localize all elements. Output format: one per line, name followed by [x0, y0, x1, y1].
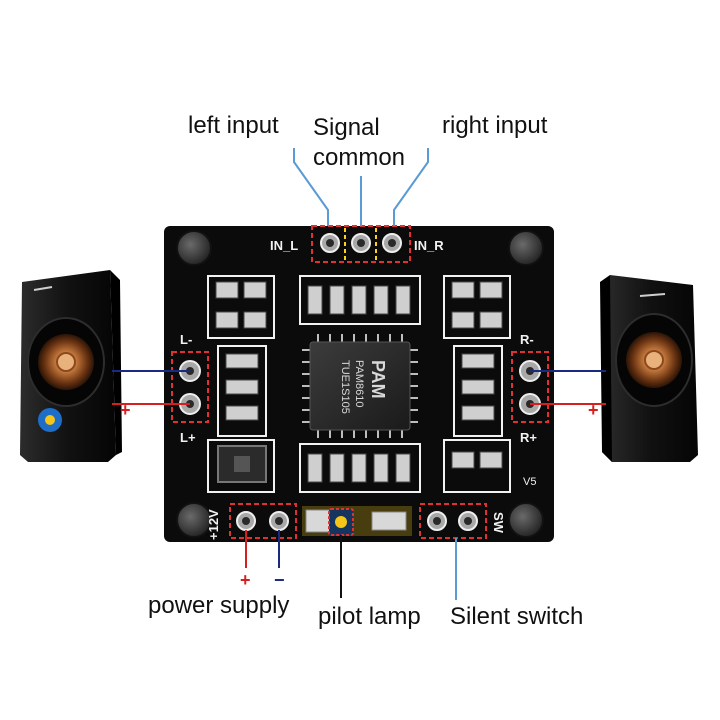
right-speaker [600, 275, 698, 462]
right-speaker-wires [530, 370, 606, 405]
label-signal-common-line1: Signal [313, 114, 380, 141]
chip-code: TUE1S105 [339, 360, 351, 414]
label-signal-common-line2: common [313, 144, 406, 171]
board-label-r-plus: R+ [520, 430, 537, 445]
board-label-sw: SW [491, 512, 506, 534]
chip-model: PAM8610 [353, 360, 365, 408]
board-label-in-r: IN_R [414, 238, 444, 253]
label-pilot-lamp: pilot lamp [318, 603, 421, 630]
callout-line-left-input [293, 148, 329, 226]
silent-switch-terminal [419, 503, 487, 539]
label-power-supply: power supply [148, 592, 290, 619]
label-left-input: left input [188, 112, 279, 139]
left-plus-sign: + [120, 400, 131, 420]
label-silent-switch: Silent switch [450, 603, 584, 630]
callout-line-right-input [393, 148, 429, 226]
left-speaker-wires [112, 370, 190, 405]
board-label-l-plus: L+ [180, 430, 196, 445]
amplifier-chip: PAM PAM8610 TUE1S105 [302, 334, 418, 438]
board-label-in-l: IN_L [270, 238, 298, 253]
left-speaker [20, 270, 122, 462]
label-right-input: right input [442, 112, 548, 139]
mount-hole-top-left [176, 230, 212, 266]
mount-hole-bottom-left [176, 502, 212, 538]
chip-brand: PAM [368, 360, 388, 399]
right-speaker-terminal [511, 351, 549, 423]
amplifier-board: PAM PAM8610 TUE1S105 IN_L IN_R L- L+ [164, 225, 554, 542]
power-minus-sign: − [274, 570, 285, 590]
mount-hole-bottom-right [508, 502, 544, 538]
power-wires [245, 530, 280, 568]
board-label-12v: +12V [206, 509, 221, 540]
right-plus-sign: + [588, 400, 599, 420]
board-label-v5: V5 [523, 476, 536, 488]
input-header [311, 225, 411, 263]
board-label-l-minus: L- [180, 332, 192, 347]
mount-hole-top-right [508, 230, 544, 266]
board-label-r-minus: R- [520, 332, 534, 347]
pilot-lamp-led [302, 506, 412, 536]
power-plus-sign: + [240, 570, 251, 590]
